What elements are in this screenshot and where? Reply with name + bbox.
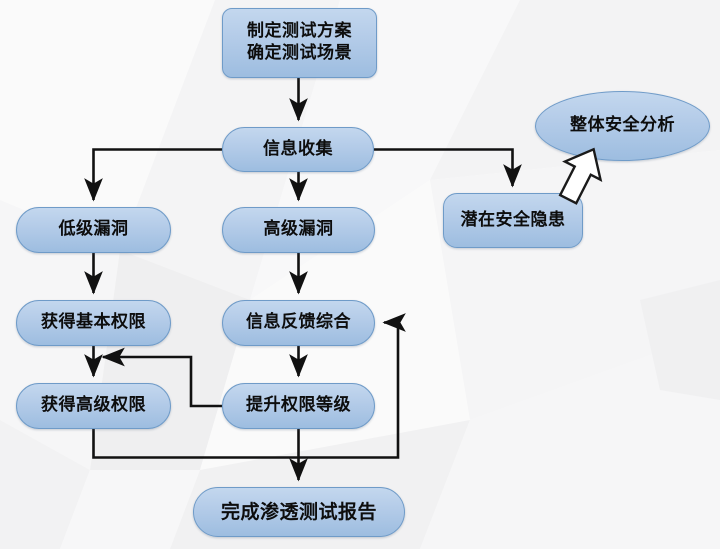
node-plan-label: 制定测试方案 确定测试场景: [247, 21, 352, 63]
node-advanced-privilege[interactable]: 获得高级权限: [16, 383, 171, 429]
node-basic-privilege[interactable]: 获得基本权限: [16, 300, 171, 346]
node-high-vuln-label: 高级漏洞: [263, 219, 334, 240]
node-info-gather[interactable]: 信息收集: [222, 127, 374, 172]
node-escalate-privilege[interactable]: 提升权限等级: [222, 383, 375, 429]
node-info-gather-label: 信息收集: [263, 138, 333, 159]
node-overall-analysis[interactable]: 整体安全分析: [535, 91, 710, 161]
node-escalate-privilege-label: 提升权限等级: [246, 395, 351, 416]
node-potential-risk[interactable]: 潜在安全隐患: [443, 193, 583, 248]
node-low-vuln-label: 低级漏洞: [58, 219, 129, 240]
edge-bottomrail-to-infofeedback-loop: [298, 313, 406, 459]
node-info-feedback[interactable]: 信息反馈综合: [222, 300, 375, 346]
node-advanced-privilege-label: 获得高级权限: [41, 395, 146, 416]
block-arrow-down-left-icon: [558, 147, 603, 205]
node-overall-analysis-label: 整体安全分析: [570, 115, 675, 136]
edge-advprivilege-to-bottomrail: [92, 429, 299, 459]
node-plan[interactable]: 制定测试方案 确定测试场景: [222, 8, 377, 78]
node-basic-privilege-label: 获得基本权限: [41, 312, 146, 333]
node-high-vuln[interactable]: 高级漏洞: [222, 207, 375, 253]
node-potential-risk-label: 潜在安全隐患: [460, 209, 566, 230]
edge-infogather-to-lowvuln: [84, 148, 222, 202]
edge-escalate-to-basicprivilege-loop: [101, 347, 222, 408]
edge-infogather-to-potentialrisk: [374, 148, 522, 188]
node-final-report-label: 完成渗透测试报告: [220, 500, 377, 523]
node-final-report[interactable]: 完成渗透测试报告: [193, 487, 405, 537]
node-low-vuln[interactable]: 低级漏洞: [16, 207, 171, 253]
node-info-feedback-label: 信息反馈综合: [246, 312, 351, 333]
